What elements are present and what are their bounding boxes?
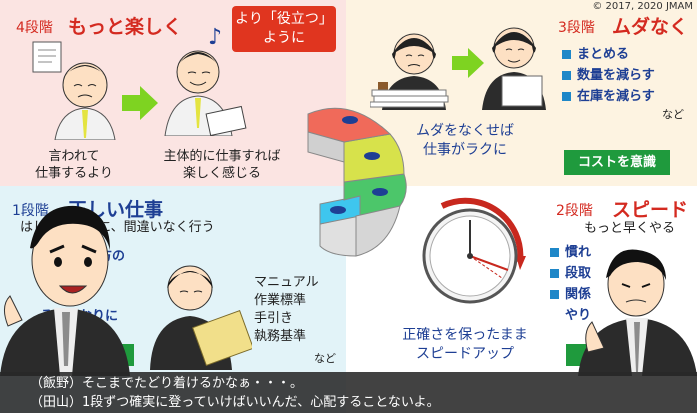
stage3-heading: ムダなく — [612, 16, 689, 38]
stage3-bullet-text: 数量を減らす — [577, 68, 655, 83]
stage3-bullet-item: まとめる — [562, 44, 655, 65]
stage4-left-caption: 言われて 仕事するより — [14, 148, 134, 182]
bullet-square-icon — [550, 248, 559, 257]
stage1-label: 1段階 — [12, 203, 49, 219]
stage3-bullet-list: まとめる 数量を減らす 在庫を減らす — [562, 44, 655, 107]
stage2-bullet-list: 慣れ 段取 関係 やり — [550, 242, 591, 326]
bullet-square-icon — [562, 50, 571, 59]
cost-awareness-badge: コストを意識 — [564, 150, 670, 175]
stage2-bullet-item: 関係 — [550, 284, 591, 305]
stage2-bullet-item: 慣れ — [550, 242, 591, 263]
stage2-bullet-text: 関係 — [565, 287, 592, 302]
manual-list-item: 手引き — [254, 311, 294, 326]
bullet-square-icon — [562, 92, 571, 101]
stage4-label: 4段階 — [16, 20, 53, 36]
dialogue-line: （田山）1段ずつ確実に登っていけばいいんだ、心配することないよ。 — [30, 395, 440, 410]
stage3-center-line2: 仕事がラクに — [423, 142, 507, 158]
clock-icon — [422, 197, 526, 304]
bullet-square-icon — [562, 71, 571, 80]
stage4-left-caption-line2: 仕事するより — [35, 166, 113, 181]
stage3-label: 3段階 — [558, 20, 595, 36]
arrow-right-icon — [452, 48, 484, 78]
stage2-label: 2段階 — [556, 203, 593, 219]
stage2-bullet-text: やり — [565, 308, 592, 323]
stage2-bullet-item: やり — [550, 305, 591, 326]
reading-person-illustration: ♪ — [164, 25, 247, 136]
stage2-center-line1: 正確さを保ったまま — [402, 327, 528, 343]
callout-line2: ように — [263, 30, 305, 46]
stage3-center-line1: ムダをなくせば — [416, 123, 514, 139]
stage4-right-caption-line1: 主体的に仕事すれば — [163, 149, 281, 164]
stage2-bullet-text: 慣れ — [565, 245, 592, 260]
worried-man-illustration — [578, 249, 697, 376]
speaking-man-illustration — [0, 205, 130, 376]
worried-person-illustration — [32, 41, 116, 140]
bullet-square-icon — [550, 290, 559, 299]
stage2-center-caption: 正確さを保ったまま スピードアップ — [380, 326, 550, 364]
dialogue-caption: （飯野）そこまでたどり着けるかなぁ・・・。 （田山）1段ずつ確実に登っていけばい… — [0, 372, 697, 413]
stage2-bullet-item: 段取 — [550, 263, 591, 284]
stage3-bullets-suffix: など — [662, 108, 684, 121]
stage4-right-caption-line2: 楽しく感じる — [182, 166, 261, 181]
callout-useful: より「役立つ」 ように — [232, 6, 336, 52]
stage3-bullet-text: まとめる — [577, 47, 630, 62]
manual-list-item: 執務基準 — [254, 329, 307, 344]
stage3-bullet-text: 在庫を減らす — [577, 89, 655, 104]
stage3-center-caption: ムダをなくせば 仕事がラクに — [400, 122, 530, 160]
stage2-bullet-text: 段取 — [565, 266, 592, 281]
manual-list-suffix: など — [314, 352, 336, 365]
stage3-bullet-item: 数量を減らす — [562, 65, 655, 86]
svg-text:♪: ♪ — [208, 25, 222, 50]
dialogue-line: （飯野）そこまでたどり着けるかなぁ・・・。 — [30, 376, 304, 391]
manual-list-item: 作業標準 — [254, 293, 307, 308]
copyright-notice: © 2017, 2020 JMAM — [592, 1, 693, 12]
stage2-description: もっと早くやる — [584, 221, 676, 236]
stage4-left-caption-line1: 言われて — [48, 149, 100, 164]
paper-stack-illustration — [370, 89, 449, 108]
manual-list: マニュアル 作業標準 手引き 執務基準 — [254, 274, 319, 346]
bullet-square-icon — [550, 269, 559, 278]
stage4-heading: もっと楽しく — [68, 16, 183, 38]
reading-manual-illustration — [150, 265, 252, 370]
stage2-center-line2: スピードアップ — [416, 346, 514, 362]
stage3-bullet-item: 在庫を減らす — [562, 86, 655, 107]
stage2-heading: スピード — [612, 199, 689, 221]
callout-line1: より「役立つ」 — [235, 11, 333, 27]
manual-list-item: マニュアル — [254, 275, 319, 290]
stage4-right-caption: 主体的に仕事すれば 楽しく感じる — [142, 148, 302, 182]
staircase-illustration — [307, 107, 407, 257]
arrow-right-icon — [122, 86, 158, 120]
calm-worker-illustration — [482, 27, 546, 110]
